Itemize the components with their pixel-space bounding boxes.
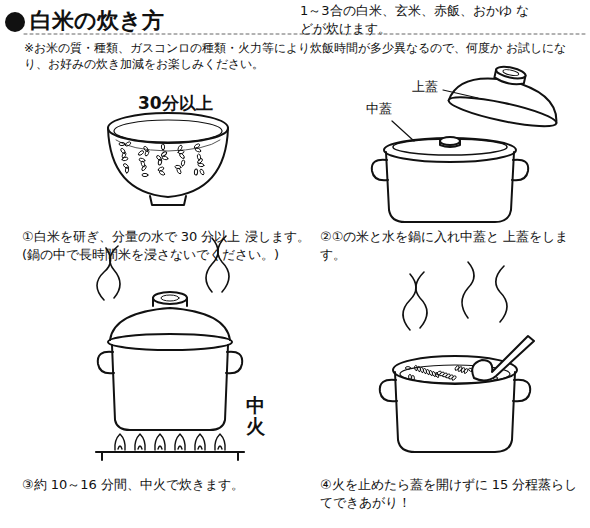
burner-flames-stroke bbox=[198, 446, 202, 449]
rice-paddle bbox=[472, 336, 534, 381]
capacity-note: 1～3合の白米、玄米、赤飯、おかゆ などが炊けます。 bbox=[300, 2, 530, 37]
pot-with-lids-stroke bbox=[372, 160, 388, 181]
rice-grains-stroke bbox=[198, 163, 204, 167]
rice-bowl-stroke bbox=[116, 140, 220, 151]
pot-on-stove-stroke bbox=[112, 345, 228, 430]
pot-on-stove-stroke bbox=[102, 452, 238, 460]
title-bullet bbox=[5, 12, 25, 32]
upper-lid-stroke bbox=[447, 91, 558, 131]
pot-on-stove-stroke bbox=[98, 352, 114, 374]
part-name: 上蓋 bbox=[412, 78, 438, 96]
rice-grains-stroke bbox=[158, 159, 162, 166]
pot-on-stove-stroke bbox=[226, 352, 242, 374]
soak-time-label: 30分以上 bbox=[138, 92, 213, 115]
heading: 白米の炊き方 bbox=[30, 6, 164, 36]
open-pot-stroke bbox=[380, 380, 397, 402]
upper-lid bbox=[447, 56, 566, 132]
burner-flames-stroke bbox=[215, 434, 225, 450]
pot-on-stove-stroke bbox=[108, 334, 232, 350]
burner-flames-stroke bbox=[178, 446, 182, 449]
cooked-rice-stroke bbox=[454, 365, 460, 371]
pot-on-stove-stroke bbox=[153, 292, 187, 304]
leader-line bbox=[392, 121, 414, 141]
burner-flames-stroke bbox=[138, 446, 142, 449]
step-text: ①白米を研ぎ、分量の水で 30 分以上 浸します。 (鍋の中で長時間米を浸さない… bbox=[22, 228, 318, 263]
rice-grains-stroke bbox=[161, 144, 165, 150]
pot-with-lids-stroke bbox=[440, 137, 460, 145]
rice-grains bbox=[119, 141, 205, 177]
rice-grains-stroke bbox=[162, 156, 169, 161]
pot-on-stove-stroke bbox=[110, 308, 230, 340]
rice-grains-stroke bbox=[199, 169, 205, 176]
open-pot-stroke bbox=[496, 266, 507, 322]
rice-bowl-stroke bbox=[108, 113, 228, 143]
step-text: ③約 10～16 分間、中火で炊きます。 bbox=[22, 476, 312, 494]
burner-flames-stroke bbox=[115, 434, 125, 450]
open-pot-stroke bbox=[462, 262, 474, 318]
rice-grains-stroke bbox=[138, 150, 145, 156]
pot-on-stove-stroke bbox=[161, 295, 179, 301]
cooked-rice-stroke bbox=[405, 367, 410, 370]
open-pot-stroke bbox=[403, 274, 416, 330]
open-pot bbox=[380, 262, 534, 452]
cooked-rice-stroke bbox=[409, 374, 412, 379]
upper-lid-stroke bbox=[495, 65, 526, 81]
pot-on-stove-stroke bbox=[96, 451, 244, 453]
burner-flames-stroke bbox=[195, 434, 205, 450]
step-text: ④火を止めたら蓋を開けずに 15 分程蒸らしてできあがり！ bbox=[320, 476, 582, 511]
leader-line bbox=[443, 90, 478, 98]
pot-on-stove-stroke bbox=[206, 238, 218, 292]
rice-grains-stroke bbox=[141, 165, 147, 172]
burner-flames-stroke bbox=[175, 434, 185, 450]
burner-flames-stroke bbox=[118, 446, 122, 449]
upper-lid-stroke bbox=[502, 69, 519, 77]
pot-with-lids-stroke bbox=[440, 141, 460, 147]
pot-on-stove bbox=[96, 236, 244, 460]
burner-flames bbox=[115, 434, 225, 450]
part-name: 中蓋 bbox=[366, 100, 392, 118]
rice-bowl bbox=[108, 113, 228, 205]
pot-with-lids-stroke bbox=[384, 138, 516, 162]
rice-grains-stroke bbox=[142, 173, 148, 176]
open-pot-stroke bbox=[416, 272, 427, 328]
rice-grains-stroke bbox=[195, 147, 202, 152]
burner-flames-stroke bbox=[218, 446, 222, 449]
rice-grains-stroke bbox=[159, 170, 166, 176]
heat-label: 中火 bbox=[246, 395, 265, 437]
caution-note: ※お米の質・種類、ガスコンロの種類・火力等により炊飯時間が多少異なるので、何度か… bbox=[24, 40, 586, 72]
cooked-rice-stroke bbox=[436, 370, 442, 375]
rice-grains-stroke bbox=[119, 142, 125, 145]
rice-grains-stroke bbox=[125, 167, 129, 173]
rice-grains-stroke bbox=[176, 168, 182, 175]
cooked-rice-stroke bbox=[414, 365, 417, 371]
open-pot-stroke bbox=[513, 380, 530, 402]
burner-flames-stroke bbox=[158, 446, 162, 449]
rice-grains-stroke bbox=[122, 157, 129, 162]
rice-grains-stroke bbox=[194, 169, 198, 175]
pot-with-lids-stroke bbox=[512, 160, 528, 181]
step-text: ②①の米と水を鍋に入れ中蓋と 上蓋をします。 bbox=[320, 228, 582, 263]
burner-flames-stroke bbox=[155, 434, 165, 450]
rice-grains-stroke bbox=[144, 150, 149, 157]
pot-on-stove-stroke bbox=[218, 236, 229, 292]
rice-grains-stroke bbox=[125, 141, 132, 147]
rice-bowl-stroke bbox=[150, 196, 186, 205]
rice-grains-stroke bbox=[179, 153, 185, 160]
rice-grains-stroke bbox=[181, 160, 185, 167]
rice-bowl-stroke bbox=[114, 120, 222, 142]
burner-flames-stroke bbox=[135, 434, 145, 450]
pot-with-lids bbox=[372, 56, 566, 222]
